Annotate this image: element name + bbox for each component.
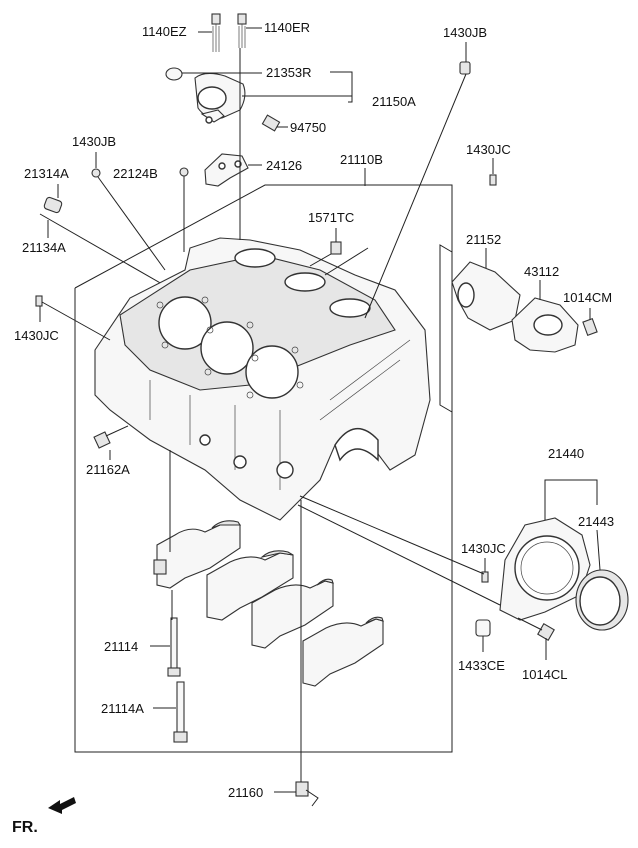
- bolt-21114: [167, 617, 181, 677]
- water-fitting-21150a: [165, 67, 281, 132]
- plug-21314a: [43, 196, 63, 214]
- bolt-1140ez: [211, 13, 221, 52]
- label-1430jc-right: 1430JC: [466, 142, 511, 157]
- bolt-1014cl: [517, 617, 555, 641]
- label-1571tc: 1571TC: [308, 210, 354, 225]
- label-21152: 21152: [466, 232, 501, 247]
- seal-case-21440: [499, 517, 591, 621]
- assembly-boundary: [74, 184, 453, 753]
- bearing-caps: [153, 520, 384, 687]
- bolt-21162a: [93, 425, 129, 449]
- label-21353r: 21353R: [266, 65, 312, 80]
- label-94750: 94750: [290, 120, 326, 135]
- sensor-21160: [295, 781, 319, 807]
- cylinder-block-21110b: [94, 237, 431, 521]
- label-1430jc-low: 1430JC: [461, 541, 506, 556]
- plug-1430jb-left: [91, 168, 101, 178]
- bolt-1140er: [237, 13, 247, 48]
- label-fr: FR.: [12, 819, 38, 836]
- label-1140ez: 1140EZ: [142, 24, 187, 39]
- plug-1430jc-right: [489, 174, 497, 186]
- front-direction-arrow-icon: [48, 797, 76, 814]
- bracket-24126: [204, 153, 249, 187]
- label-21443: 21443: [578, 514, 614, 529]
- leader-lines: [39, 27, 601, 793]
- label-1140er: 1140ER: [264, 20, 310, 35]
- label-22124b: 22124B: [113, 166, 158, 181]
- plug-1430jc-left: [35, 295, 43, 307]
- bolt-1571tc: [330, 241, 342, 255]
- plug-1430jb-top: [459, 61, 471, 75]
- dowel-22124b: [179, 167, 189, 177]
- label-21134a: 21134A: [22, 240, 66, 255]
- label-21114: 21114: [104, 639, 138, 654]
- bolt-1014cm: [582, 318, 598, 336]
- label-21150a: 21150A: [372, 94, 416, 109]
- label-21162a: 21162A: [86, 462, 130, 477]
- label-43112: 43112: [524, 264, 559, 279]
- label-21160: 21160: [228, 785, 263, 800]
- label-1430jc-left: 1430JC: [14, 328, 59, 343]
- dowel-1433ce: [475, 619, 491, 637]
- cover-group-bracket: [439, 244, 453, 413]
- part-labels: 1140EZ 1140ER 1430JB 21353R 21150A 94750…: [12, 20, 614, 836]
- label-1430jb-top: 1430JB: [443, 25, 487, 40]
- label-1014cm: 1014CM: [563, 290, 612, 305]
- bolt-21114a: [173, 681, 188, 743]
- label-1014cl: 1014CL: [522, 667, 568, 682]
- label-24126: 24126: [266, 158, 302, 173]
- label-21440: 21440: [548, 446, 584, 461]
- label-1430jb-left: 1430JB: [72, 134, 116, 149]
- oil-seal-21443: [575, 569, 629, 631]
- label-21114a: 21114A: [101, 701, 144, 716]
- label-1433ce: 1433CE: [458, 658, 505, 673]
- label-21314a: 21314A: [24, 166, 69, 181]
- label-21110b: 21110B: [340, 152, 383, 167]
